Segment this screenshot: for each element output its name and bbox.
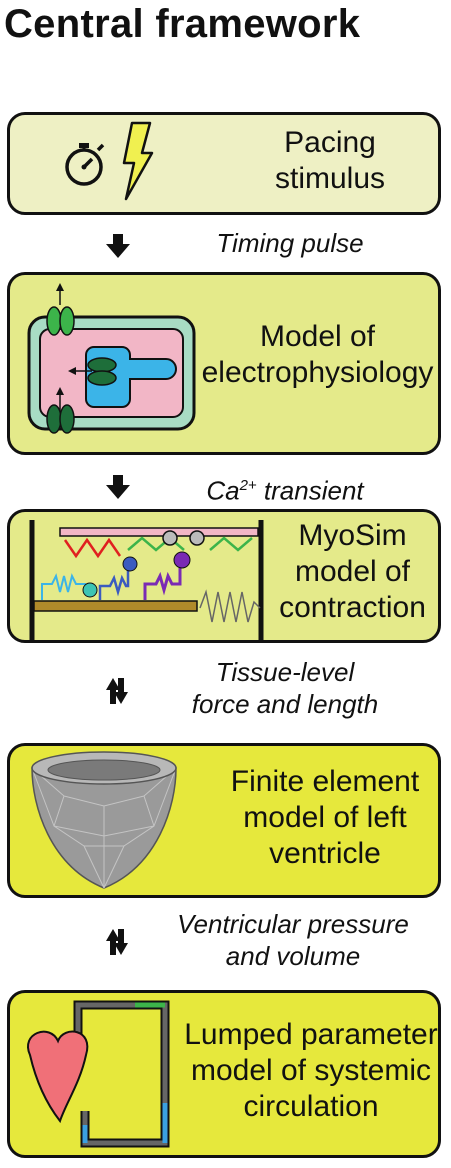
finite-element-label: Finite element model of left ventricle	[205, 764, 445, 872]
timing-pulse-label: Timing pulse	[180, 227, 400, 259]
down-arrow-icon	[106, 475, 130, 499]
box-line: contraction	[279, 591, 426, 624]
bidirectional-arrow-icon	[106, 929, 128, 955]
connector-line: Ca2+ transient	[170, 470, 400, 507]
pacing-stimulus-label: Pacing stimulus	[220, 125, 440, 197]
box-line: ventricle	[269, 837, 381, 870]
myosim-label: MyoSim model of contraction	[265, 518, 440, 626]
lightning-bolt-icon	[122, 121, 154, 201]
cell-diagram-icon	[27, 283, 196, 434]
sarcomere-diagram-icon	[29, 520, 264, 640]
box-line: Finite element	[230, 765, 420, 798]
left-ventricle-mesh-icon	[31, 751, 177, 889]
bidirectional-arrow-icon	[106, 678, 128, 704]
box-line: model of left	[243, 801, 407, 834]
down-arrow-icon	[106, 234, 130, 258]
connector-line: force and length	[191, 689, 379, 719]
box-line: Model of	[259, 320, 376, 353]
connector-line: Tissue-level	[215, 657, 355, 687]
circulation-label: Lumped parameter model of systemic circu…	[180, 1017, 442, 1125]
ca-base: Ca	[206, 475, 240, 506]
box-line: electrophysiology	[201, 356, 434, 389]
electrophysiology-label: Model of electrophysiology	[195, 319, 440, 391]
finite-element-box: Finite element model of left ventricle	[7, 743, 441, 898]
box-line: circulation	[243, 1090, 379, 1123]
page-title: Central framework	[4, 2, 361, 46]
circulation-diagram-icon	[27, 1000, 170, 1148]
connector-line: Timing pulse	[216, 228, 364, 258]
ca-rest: transient	[256, 475, 364, 506]
box-line: model of systemic	[190, 1054, 432, 1087]
connector-line: Ventricular pressure	[177, 909, 409, 939]
stopwatch-icon	[65, 143, 105, 186]
box-line: MyoSim	[298, 519, 407, 552]
myosim-box: MyoSim model of contraction	[7, 509, 441, 643]
force-length-label: Tissue-level force and length	[175, 656, 395, 720]
electrophysiology-box: Model of electrophysiology	[7, 272, 441, 455]
circulation-box: Lumped parameter model of systemic circu…	[7, 990, 441, 1158]
box-line: stimulus	[274, 162, 386, 195]
pacing-stimulus-box: Pacing stimulus	[7, 112, 441, 215]
box-line: model of	[294, 555, 411, 588]
box-line: Lumped parameter	[184, 1018, 438, 1051]
connector-line: and volume	[225, 941, 361, 971]
box-line: Pacing	[284, 126, 376, 159]
calcium-transient-label: Ca2+ transient	[170, 470, 400, 507]
pressure-volume-label: Ventricular pressure and volume	[148, 908, 438, 972]
ca-superscript: 2+	[239, 477, 257, 494]
